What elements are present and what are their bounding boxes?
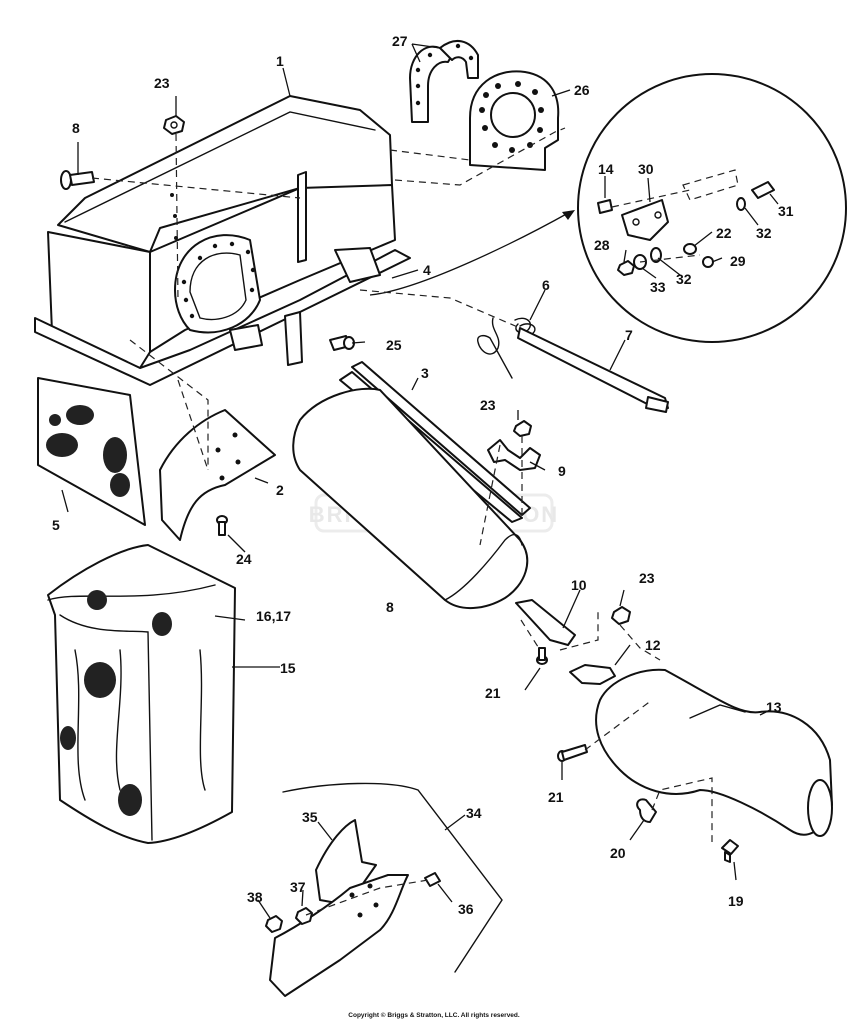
- callout-37: 37: [290, 879, 306, 895]
- callout-30: 30: [638, 161, 654, 177]
- part-24-screw: [216, 515, 228, 536]
- callout-16-17: 16,17: [256, 608, 291, 624]
- callout-10: 10: [571, 577, 587, 593]
- part-12-clip: [569, 664, 616, 685]
- callout-21-upper: 21: [485, 685, 501, 701]
- part-19-screw: [721, 839, 739, 863]
- part-21-screw-lower: [557, 744, 588, 762]
- part-27-gaskets: [409, 39, 479, 123]
- callout-26: 26: [574, 82, 590, 98]
- callout-8-mid: 8: [386, 599, 394, 615]
- callout-20: 20: [610, 845, 626, 861]
- callout-23-mid: 23: [480, 397, 496, 413]
- callout-1: 1: [276, 53, 284, 69]
- callout-13: 13: [766, 699, 782, 715]
- part-8-bolt: [60, 170, 95, 190]
- callout-32-right: 32: [756, 225, 772, 241]
- part-25-screw: [329, 335, 355, 351]
- callout-4: 4: [423, 262, 431, 278]
- part-2-deflector: [159, 409, 276, 541]
- part-8-cylinder: [292, 387, 529, 610]
- callout-9: 9: [558, 463, 566, 479]
- callout-35: 35: [302, 809, 318, 825]
- leader-lines: [61, 43, 779, 919]
- part-5-screen: [37, 377, 146, 526]
- part-21-screw-upper: [536, 647, 548, 665]
- callout-24: 24: [236, 551, 252, 567]
- callout-3: 3: [421, 365, 429, 381]
- callout-32-bottom: 32: [676, 271, 692, 287]
- callout-21-lower: 21: [548, 789, 564, 805]
- part-20-clip: [636, 798, 657, 823]
- callout-7: 7: [625, 327, 633, 343]
- detail-34-group: [265, 782, 503, 997]
- callout-33: 33: [650, 279, 666, 295]
- callout-19: 19: [728, 893, 744, 909]
- callout-6: 6: [542, 277, 550, 293]
- callout-labels: 1 2 3 4 5 6 7 8 8 9 10 12 13 14 15 16,17…: [52, 33, 794, 917]
- part-10-bracket: [515, 599, 576, 646]
- part-26-plate: [469, 70, 560, 171]
- callout-23-top: 23: [154, 75, 170, 91]
- callout-12: 12: [645, 637, 661, 653]
- part-7-rod: [517, 327, 669, 413]
- callout-5: 5: [52, 517, 60, 533]
- callout-28: 28: [594, 237, 610, 253]
- part-23-nut-top: [163, 115, 185, 135]
- callout-31: 31: [778, 203, 794, 219]
- callout-14: 14: [598, 161, 614, 177]
- part-23-nut-mid: [513, 420, 532, 437]
- callout-38: 38: [247, 889, 263, 905]
- callout-34: 34: [466, 805, 482, 821]
- part-6-spring: [477, 317, 536, 379]
- callout-8-top: 8: [72, 120, 80, 136]
- callout-22: 22: [716, 225, 732, 241]
- hopper-housing: [34, 95, 411, 386]
- callout-27: 27: [392, 33, 408, 49]
- callout-2: 2: [276, 482, 284, 498]
- part-9-strap: [487, 439, 541, 471]
- callout-25: 25: [386, 337, 402, 353]
- callout-36: 36: [458, 901, 474, 917]
- callout-29: 29: [730, 253, 746, 269]
- detail-circle: [577, 73, 847, 343]
- copyright-notice: Copyright © Briggs & Stratton, LLC. All …: [348, 1012, 520, 1019]
- part-15-bag: [47, 544, 236, 844]
- part-23-nut-low: [611, 606, 631, 625]
- part-13-chute: [595, 668, 833, 837]
- callout-23-low: 23: [639, 570, 655, 586]
- callout-15: 15: [280, 660, 296, 676]
